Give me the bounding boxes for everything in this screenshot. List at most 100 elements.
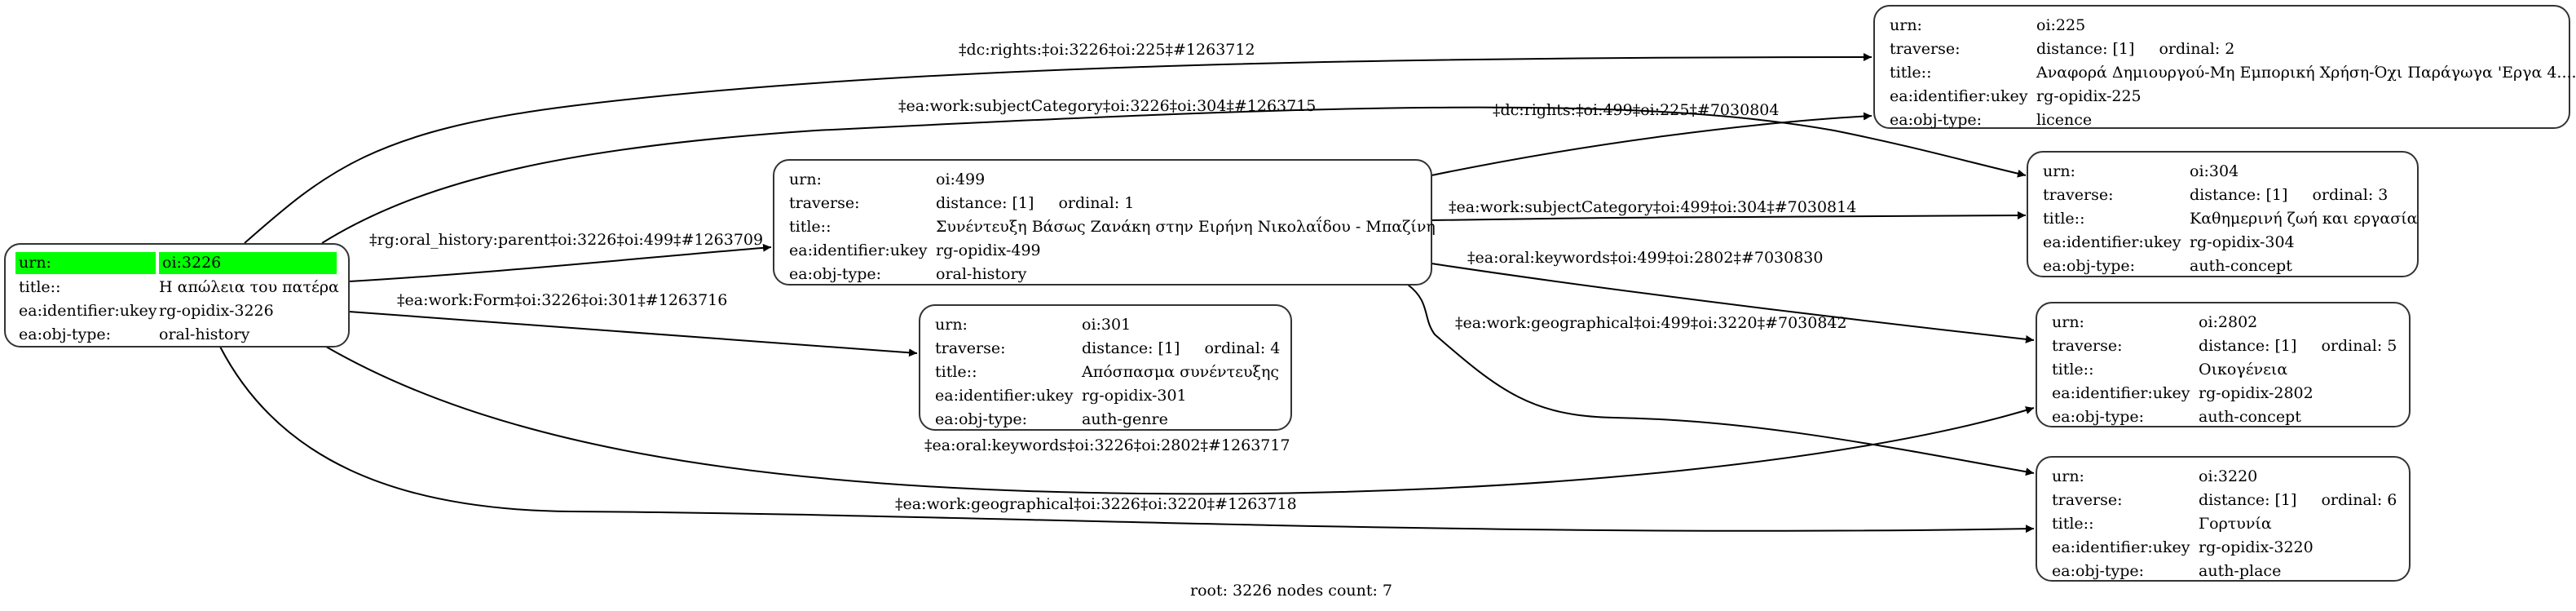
- node-row-objtype: ea:obj-type: oral-history: [786, 262, 1419, 286]
- row-value: auth-concept: [2199, 407, 2301, 426]
- row-value: Αναφορά Δημιουργού-Μη Εμπορική Χρήση-Όχι…: [2036, 63, 2576, 82]
- node-row-title: title:: Η απώλεια του πατέρα: [15, 275, 339, 299]
- node-row-ukey: ea:identifier:ukey rg-opidix-3226: [15, 299, 338, 322]
- node-row-urn: urn:oi:499: [786, 167, 1419, 191]
- row-value: oral-history: [936, 264, 1027, 283]
- row-ordinal: ordinal: 1: [1058, 193, 1135, 212]
- row-ordinal: ordinal: 3: [2312, 185, 2389, 204]
- row-key: ea:identifier:ukey: [2043, 232, 2181, 251]
- row-key: urn:: [789, 170, 822, 188]
- row-key: urn:: [15, 252, 156, 274]
- row-ordinal: ordinal: 2: [2159, 39, 2235, 58]
- edge-3226-499: [348, 243, 772, 282]
- edge-label: ‡ea:oral:keywords‡oi:499‡oi:2802‡#703083…: [1467, 249, 1824, 267]
- edge-3226-3220: [219, 346, 2035, 534]
- row-key: title::: [2052, 360, 2094, 379]
- row-ordinal: ordinal: 4: [1204, 339, 1281, 357]
- row-key: ea:identifier:ukey: [2052, 538, 2190, 556]
- row-value: rg-opidix-3226: [159, 301, 274, 320]
- node-row-objtype: ea:obj-type: auth-place: [2049, 559, 2397, 582]
- node-row-title: title::Καθημερινή ζωή και εργασία: [2040, 206, 2418, 230]
- node-row-urn: urn:oi:3220: [2049, 464, 2397, 488]
- node-2802[interactable]: urn:oi:2802 traverse:distance: [1]ordina…: [2036, 302, 2411, 427]
- row-key: ea:identifier:ukey: [789, 241, 928, 259]
- row-key: ea:obj-type:: [2052, 561, 2145, 580]
- row-key: urn:: [2052, 312, 2084, 331]
- edge-label: ‡dc:rights:‡oi:499‡oi:225‡#7030804: [1493, 101, 1780, 119]
- row-key: title::: [789, 217, 831, 236]
- edge-label: ‡ea:work:geographical‡oi:499‡oi:3220‡#70…: [1455, 314, 1847, 332]
- edge-label: ‡ea:oral:keywords‡oi:3226‡oi:2802‡#12637…: [924, 436, 1290, 454]
- node-row-urn: urn: oi:304: [2040, 159, 2406, 183]
- node-row-title: title::Οικογένεια: [2049, 357, 2397, 381]
- node-499[interactable]: urn:oi:499 traverse:distance: [1]ordinal…: [773, 159, 1436, 286]
- row-value: rg-opidix-2802: [2199, 383, 2314, 402]
- node-row-urn: urn: oi:3226: [15, 251, 338, 275]
- edge-3226-2802: [325, 346, 2035, 495]
- node-row-urn: urn:oi:301: [932, 312, 1279, 336]
- row-key: urn:: [2043, 162, 2075, 180]
- row-key: ea:identifier:ukey: [1890, 86, 2028, 105]
- row-value: Απόσπασμα συνέντευξης: [1082, 362, 1279, 381]
- edge-label: ‡rg:oral_history:parent‡oi:3226‡oi:499‡#…: [369, 231, 764, 249]
- row-value: licence: [2036, 110, 2093, 129]
- node-row-ukey: ea:identifier:ukey rg-opidix-3220: [2049, 535, 2397, 559]
- row-key: traverse:: [2052, 490, 2123, 509]
- row-key: ea:obj-type:: [789, 264, 882, 283]
- row-value: rg-opidix-225: [2036, 86, 2142, 105]
- row-value: rg-opidix-3220: [2199, 538, 2314, 556]
- row-value: Οικογένεια: [2199, 360, 2288, 379]
- row-value: distance: [1]: [2036, 39, 2135, 58]
- row-value: auth-genre: [1082, 410, 1168, 428]
- row-value: rg-opidix-499: [936, 241, 1041, 259]
- edge-3226-304: [321, 106, 2027, 244]
- node-row-urn: urn: oi:225: [1886, 13, 2557, 37]
- row-ordinal: ordinal: 6: [2321, 490, 2397, 509]
- row-key: title::: [2052, 514, 2094, 533]
- node-row-traverse: traverse:distance: [1]ordinal: 3: [2040, 183, 2406, 206]
- edge-3226-301: [348, 311, 918, 357]
- node-row-objtype: ea:obj-type: licence: [1886, 108, 2557, 131]
- row-value: oi:3220: [2199, 467, 2258, 485]
- row-key: urn:: [935, 315, 968, 334]
- node-3220[interactable]: urn:oi:3220 traverse:distance: [1]ordina…: [2036, 456, 2411, 582]
- edge-499-225: [1431, 112, 1872, 176]
- row-key: ea:identifier:ukey: [935, 386, 1074, 405]
- row-key: traverse:: [2052, 336, 2123, 355]
- node-row-ukey: ea:identifier:ukey rg-opidix-499: [786, 238, 1419, 262]
- edge-499-304: [1431, 211, 2027, 221]
- row-key: ea:obj-type:: [2043, 256, 2136, 275]
- row-value: distance: [1]: [2199, 336, 2297, 355]
- row-value: distance: [1]: [1082, 339, 1180, 357]
- edge-499-3220: [1407, 284, 2035, 476]
- node-301[interactable]: urn:oi:301 traverse:distance: [1]ordinal…: [919, 304, 1292, 431]
- row-key: ea:identifier:ukey: [19, 301, 157, 320]
- row-value: oral-history: [159, 325, 250, 343]
- node-row-title: title::Γορτυνία: [2049, 511, 2397, 535]
- row-value: oi:3226: [159, 252, 337, 274]
- node-row-objtype: ea:obj-type: auth-concept: [2040, 254, 2406, 277]
- row-value: oi:225: [2036, 15, 2086, 34]
- row-key: urn:: [1890, 15, 1922, 34]
- edge-499-2802: [1431, 263, 2035, 343]
- edge-label: ‡ea:work:subjectCategory‡oi:499‡oi:304‡#…: [1449, 198, 1857, 216]
- row-value: Συνέντευξη Βάσως Ζανάκη στην Ειρήνη Νικο…: [936, 217, 1436, 236]
- row-value: auth-concept: [2190, 256, 2292, 275]
- row-value: distance: [1]: [2190, 185, 2288, 204]
- row-value: oi:304: [2190, 162, 2239, 180]
- edge-3226-225: [244, 53, 1872, 244]
- row-value: Η απώλεια του πατέρα: [159, 277, 339, 296]
- row-key: ea:obj-type:: [1890, 110, 1983, 129]
- node-row-traverse: traverse: distance: [1] ordinal: 2: [1886, 37, 2557, 60]
- node-root-3226[interactable]: urn: oi:3226 title:: Η απώλεια του πατέρ…: [4, 243, 350, 348]
- edge-label: ‡ea:work:Form‡oi:3226‡oi:301‡#1263716: [397, 291, 728, 309]
- row-value: auth-place: [2199, 561, 2282, 580]
- row-key: traverse:: [1890, 39, 1961, 58]
- node-row-ukey: ea:identifier:ukey rg-opidix-225: [1886, 84, 2557, 108]
- node-225[interactable]: urn: oi:225 traverse: distance: [1] ordinal…: [1873, 5, 2576, 131]
- node-304[interactable]: urn:oi:304 traverse:distance: [1]ordinal…: [2027, 151, 2419, 277]
